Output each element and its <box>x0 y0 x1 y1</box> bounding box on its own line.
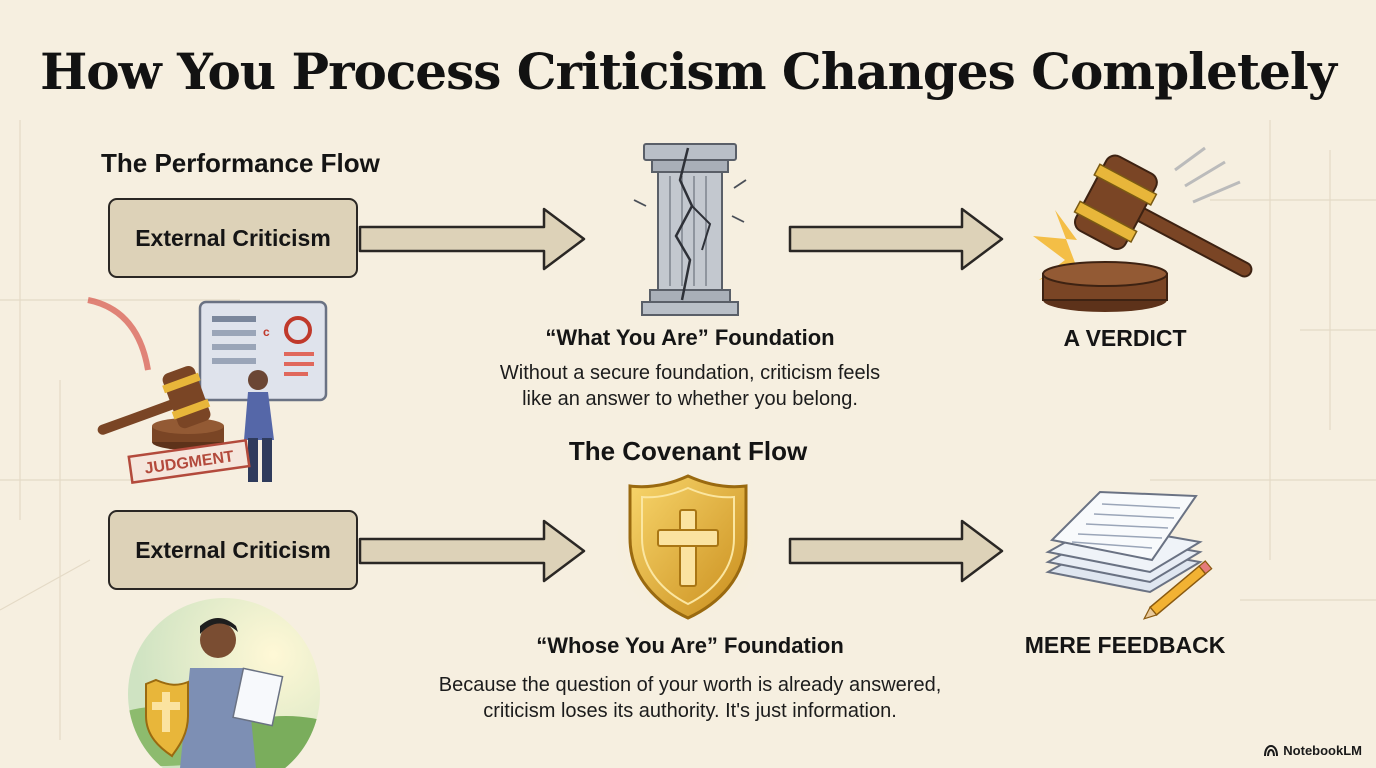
performance-outcome-label: A VERDICT <box>1063 325 1187 351</box>
covenant-person-illustration <box>128 598 320 768</box>
covenant-description: Because the question of your worth is al… <box>390 672 990 724</box>
performance-foundation-label: “What You Are” Foundation <box>545 325 835 350</box>
performance-description-line-2: like an answer to whether you belong. <box>522 388 858 410</box>
covenant-foundation-label: “Whose You Are” Foundation <box>536 633 844 658</box>
feedback-papers-icon <box>1045 490 1213 620</box>
performance-external-criticism-label: External Criticism <box>135 224 331 251</box>
notebooklm-brand: NotebookLM <box>1264 743 1362 758</box>
performance-external-criticism-box: External Criticism <box>108 198 358 278</box>
performance-description-line-1: Without a secure foundation, criticism f… <box>499 362 881 384</box>
covenant-external-criticism-box: External Criticism <box>108 510 358 590</box>
svg-text:c: c <box>263 325 270 339</box>
golden-shield-cross-icon <box>604 468 772 628</box>
notebooklm-brand-text: NotebookLM <box>1283 743 1362 758</box>
performance-arrow-2-icon <box>788 207 1004 271</box>
notebooklm-logo-icon <box>1264 744 1279 756</box>
gavel-icon <box>1033 146 1253 312</box>
covenant-outcome-label: MERE FEEDBACK <box>1024 632 1226 658</box>
covenant-external-criticism-label: External Criticism <box>135 536 331 563</box>
cracked-pillar-icon <box>633 143 747 316</box>
judgment-illustration: c JUDGMENT <box>87 297 328 484</box>
covenant-arrow-1-icon <box>358 519 586 583</box>
performance-flow-heading: The Performance Flow <box>101 148 380 178</box>
page-title: How You Process Criticism Changes Comple… <box>40 42 1337 101</box>
covenant-arrow-2-icon <box>788 519 1004 583</box>
covenant-flow-heading: The Covenant Flow <box>568 436 808 466</box>
covenant-description-line-2: criticism loses its authority. It's just… <box>483 700 897 722</box>
covenant-description-line-1: Because the question of your worth is al… <box>438 674 942 696</box>
performance-description: Without a secure foundation, criticism f… <box>430 360 950 412</box>
performance-arrow-1-icon <box>358 207 586 271</box>
